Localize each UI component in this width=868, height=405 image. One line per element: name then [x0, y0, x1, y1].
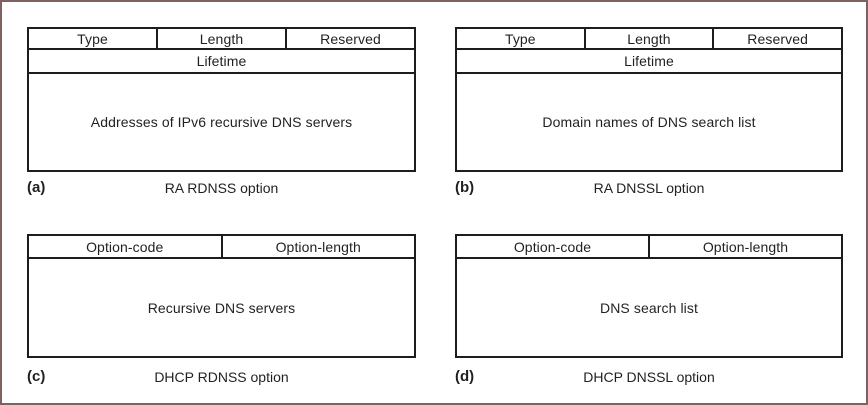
field-option-code-cell: Option-code	[27, 234, 223, 259]
figure-caption: DHCP RDNSS option	[154, 369, 289, 385]
field-type-cell: Type	[27, 27, 158, 50]
dhcp-dnssl-table: Option-code Option-length DNS search lis…	[455, 234, 843, 358]
figure-label: (d)	[455, 368, 475, 385]
ra-dnssl-table: Type Length Reserved Lifetime Domain nam…	[455, 27, 843, 172]
field-lifetime-cell: Lifetime	[27, 48, 416, 74]
field-type-cell: Type	[455, 27, 586, 50]
figure-caption: RA RDNSS option	[164, 180, 279, 196]
dhcp-rdnss-figure: Option-code Option-length Recursive DNS …	[27, 234, 416, 387]
figure-caption: RA DNSSL option	[593, 180, 705, 196]
figure-caption: DHCP DNSSL option	[583, 369, 715, 385]
figure-label: (a)	[27, 179, 46, 196]
field-lifetime-cell: Lifetime	[455, 48, 843, 74]
field-option-code-cell: Option-code	[455, 234, 650, 259]
ra-rdnss-figure: Type Length Reserved Lifetime Addresses …	[27, 27, 416, 198]
field-option-length-cell: Option-length	[220, 234, 416, 259]
dhcp-rdnss-table: Option-code Option-length Recursive DNS …	[27, 234, 416, 358]
figure-caption-row: (a) RA RDNSS option	[27, 178, 416, 198]
field-reserved-cell: Reserved	[712, 27, 843, 50]
figure-label: (c)	[27, 368, 46, 385]
table-row: Domain names of DNS search list	[455, 72, 843, 172]
figure-label: (b)	[455, 179, 475, 196]
field-dns-search-list-cell: DNS search list	[455, 257, 843, 358]
figure-caption-row: (c) DHCP RDNSS option	[27, 367, 416, 387]
table-row: Type Length Reserved	[455, 27, 843, 50]
table-row: DNS search list	[455, 257, 843, 358]
table-row: Addresses of IPv6 recursive DNS servers	[27, 72, 416, 172]
table-row: Recursive DNS servers	[27, 257, 416, 358]
table-row: Lifetime	[27, 48, 416, 74]
figure-caption-row: (d) DHCP DNSSL option	[455, 367, 843, 387]
field-option-length-cell: Option-length	[648, 234, 843, 259]
field-addresses-cell: Addresses of IPv6 recursive DNS servers	[27, 72, 416, 172]
table-row: Type Length Reserved	[27, 27, 416, 50]
dhcp-dnssl-figure: Option-code Option-length DNS search lis…	[455, 234, 843, 387]
field-domain-names-cell: Domain names of DNS search list	[455, 72, 843, 172]
table-row: Option-code Option-length	[455, 234, 843, 259]
field-length-cell: Length	[583, 27, 715, 50]
table-row: Lifetime	[455, 48, 843, 74]
table-row: Option-code Option-length	[27, 234, 416, 259]
figure-caption-row: (b) RA DNSSL option	[455, 178, 843, 198]
field-length-cell: Length	[156, 27, 287, 50]
ra-rdnss-table: Type Length Reserved Lifetime Addresses …	[27, 27, 416, 172]
field-reserved-cell: Reserved	[285, 27, 416, 50]
field-recursive-dns-cell: Recursive DNS servers	[27, 257, 416, 358]
ra-dnssl-figure: Type Length Reserved Lifetime Domain nam…	[455, 27, 843, 198]
